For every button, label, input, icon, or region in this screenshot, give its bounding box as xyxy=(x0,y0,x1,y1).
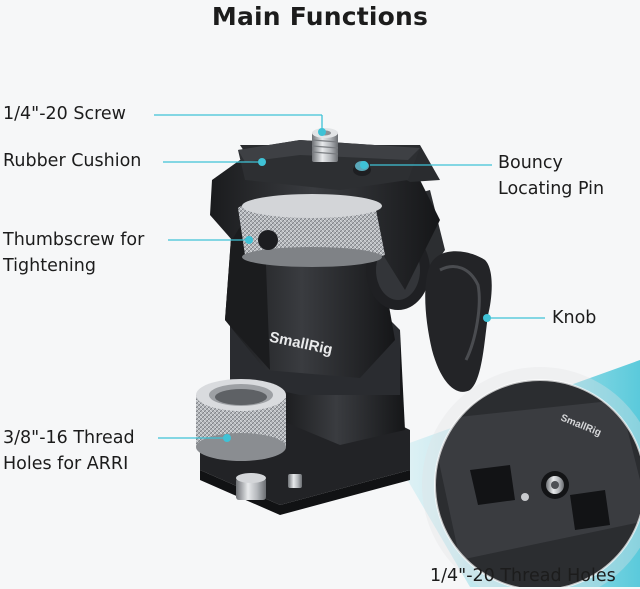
label-thread-holes-line2: Holes for ARRI xyxy=(3,454,129,474)
bottom-inset: SmallRig xyxy=(422,367,640,587)
lower-knurled-ring xyxy=(196,379,286,461)
callout-thread-holes xyxy=(158,434,231,442)
label-screw: 1/4"-20 Screw xyxy=(3,104,126,124)
label-thumbscrew-line1: Thumbscrew for xyxy=(3,230,145,250)
callout-locating-pin xyxy=(360,161,492,169)
callout-cushion xyxy=(163,158,266,166)
label-locating-pin-line1: Bouncy xyxy=(498,153,563,173)
label-bottom-thread-holes: 1/4"-20 Thread Holes xyxy=(430,566,616,586)
page-title: Main Functions xyxy=(211,2,429,31)
label-locating-pin-line2: Locating Pin xyxy=(498,179,605,199)
knob xyxy=(425,251,492,392)
label-thumbscrew-line2: Tightening xyxy=(3,256,96,276)
thumbscrew xyxy=(238,194,385,267)
label-thread-holes-line1: 3/8"-16 Thread xyxy=(3,428,135,448)
label-rubber-cushion: Rubber Cushion xyxy=(3,151,142,171)
label-knob: Knob xyxy=(552,308,597,328)
callout-knob xyxy=(483,314,545,322)
callout-screw xyxy=(154,114,326,136)
callout-thumbscrew xyxy=(168,236,253,244)
